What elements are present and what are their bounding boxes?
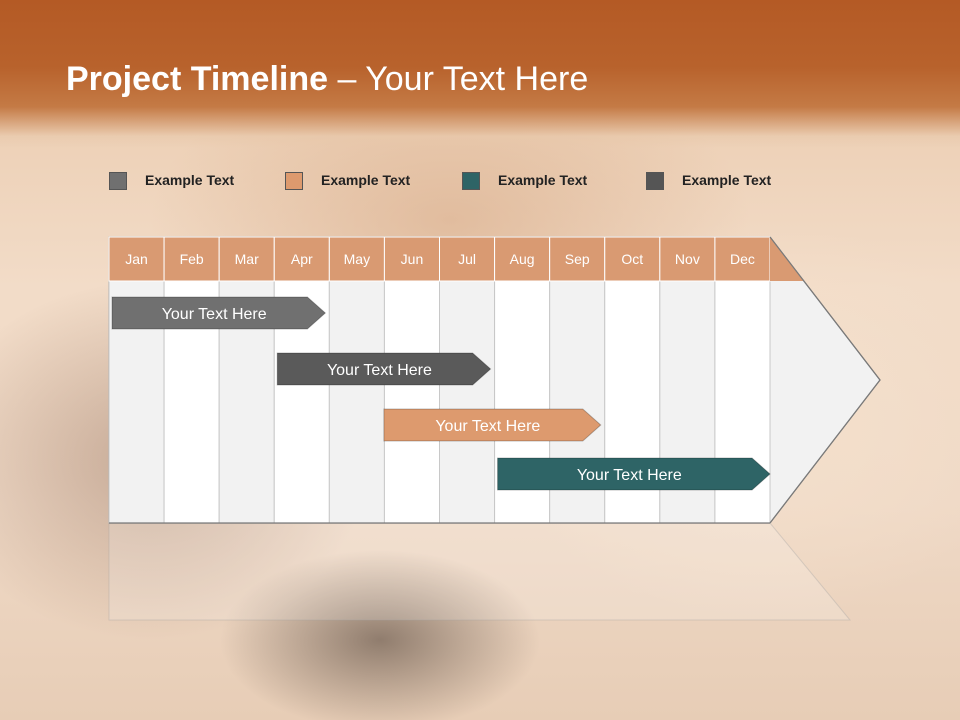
- legend-swatch-2: [285, 172, 303, 190]
- month-column-jun: [383, 280, 440, 524]
- legend-swatch-3: [462, 172, 480, 190]
- task-bar-4[interactable]: Your Text Here: [497, 457, 771, 491]
- month-header-cell-feb: [163, 236, 220, 282]
- month-label-aug: Aug: [510, 251, 535, 267]
- month-label-may: May: [344, 251, 370, 267]
- task-bar-label-2: Your Text Here: [327, 362, 432, 379]
- month-header-cell-mar: [218, 236, 275, 282]
- task-bar-shape-3: [383, 408, 602, 442]
- legend-label-1: Example Text: [145, 172, 235, 188]
- task-bar-1[interactable]: Your Text Here: [111, 296, 327, 330]
- month-label-jun: Jun: [401, 251, 424, 267]
- task-bar-2[interactable]: Your Text Here: [276, 352, 492, 386]
- task-bar-label-3: Your Text Here: [435, 418, 540, 435]
- month-header-cell-sep: [549, 236, 606, 282]
- timeline-arrow-outline: [769, 236, 881, 524]
- month-header-cell-aug: [494, 236, 551, 282]
- month-column-may: [328, 280, 385, 524]
- task-bar-shape-2: [276, 352, 492, 386]
- month-label-nov: Nov: [675, 251, 700, 267]
- month-label-dec: Dec: [730, 251, 755, 267]
- header-band: [0, 0, 960, 148]
- task-bar-shape-4: [497, 457, 771, 491]
- month-header-cell-jan: [108, 236, 165, 282]
- task-bar-label-4: Your Text Here: [577, 467, 682, 484]
- task-bar-shape-1: [111, 296, 327, 330]
- slide-title[interactable]: Project Timeline – Your Text Here: [66, 60, 588, 99]
- task-bar-3[interactable]: Your Text Here: [383, 408, 602, 442]
- legend-swatch-4: [646, 172, 664, 190]
- month-label-oct: Oct: [621, 251, 643, 267]
- month-label-apr: Apr: [291, 251, 313, 267]
- legend-swatch-1: [109, 172, 127, 190]
- title-rest: – Your Text Here: [328, 60, 589, 98]
- task-bar-label-1: Your Text Here: [162, 306, 267, 323]
- legend-label-4: Example Text: [682, 172, 772, 188]
- legend-label-2: Example Text: [321, 172, 411, 188]
- month-header-cell-apr: [273, 236, 330, 282]
- month-label-sep: Sep: [565, 251, 590, 267]
- title-bold: Project Timeline: [66, 60, 329, 98]
- month-label-mar: Mar: [235, 251, 259, 267]
- month-column-jul: [439, 280, 496, 524]
- month-label-jan: Jan: [125, 251, 148, 267]
- month-label-jul: Jul: [458, 251, 476, 267]
- month-header-cell-oct: [604, 236, 661, 282]
- month-header-cell-dec: [714, 236, 771, 282]
- month-header-row: Jan Feb Mar Apr May Jun Jul Aug Sep Oct Nov Dec: [108, 236, 804, 282]
- month-header-cell-jun: [383, 236, 440, 282]
- legend-label-3: Example Text: [498, 172, 588, 188]
- timeline-reflection: [108, 522, 852, 621]
- month-label-feb: Feb: [180, 251, 204, 267]
